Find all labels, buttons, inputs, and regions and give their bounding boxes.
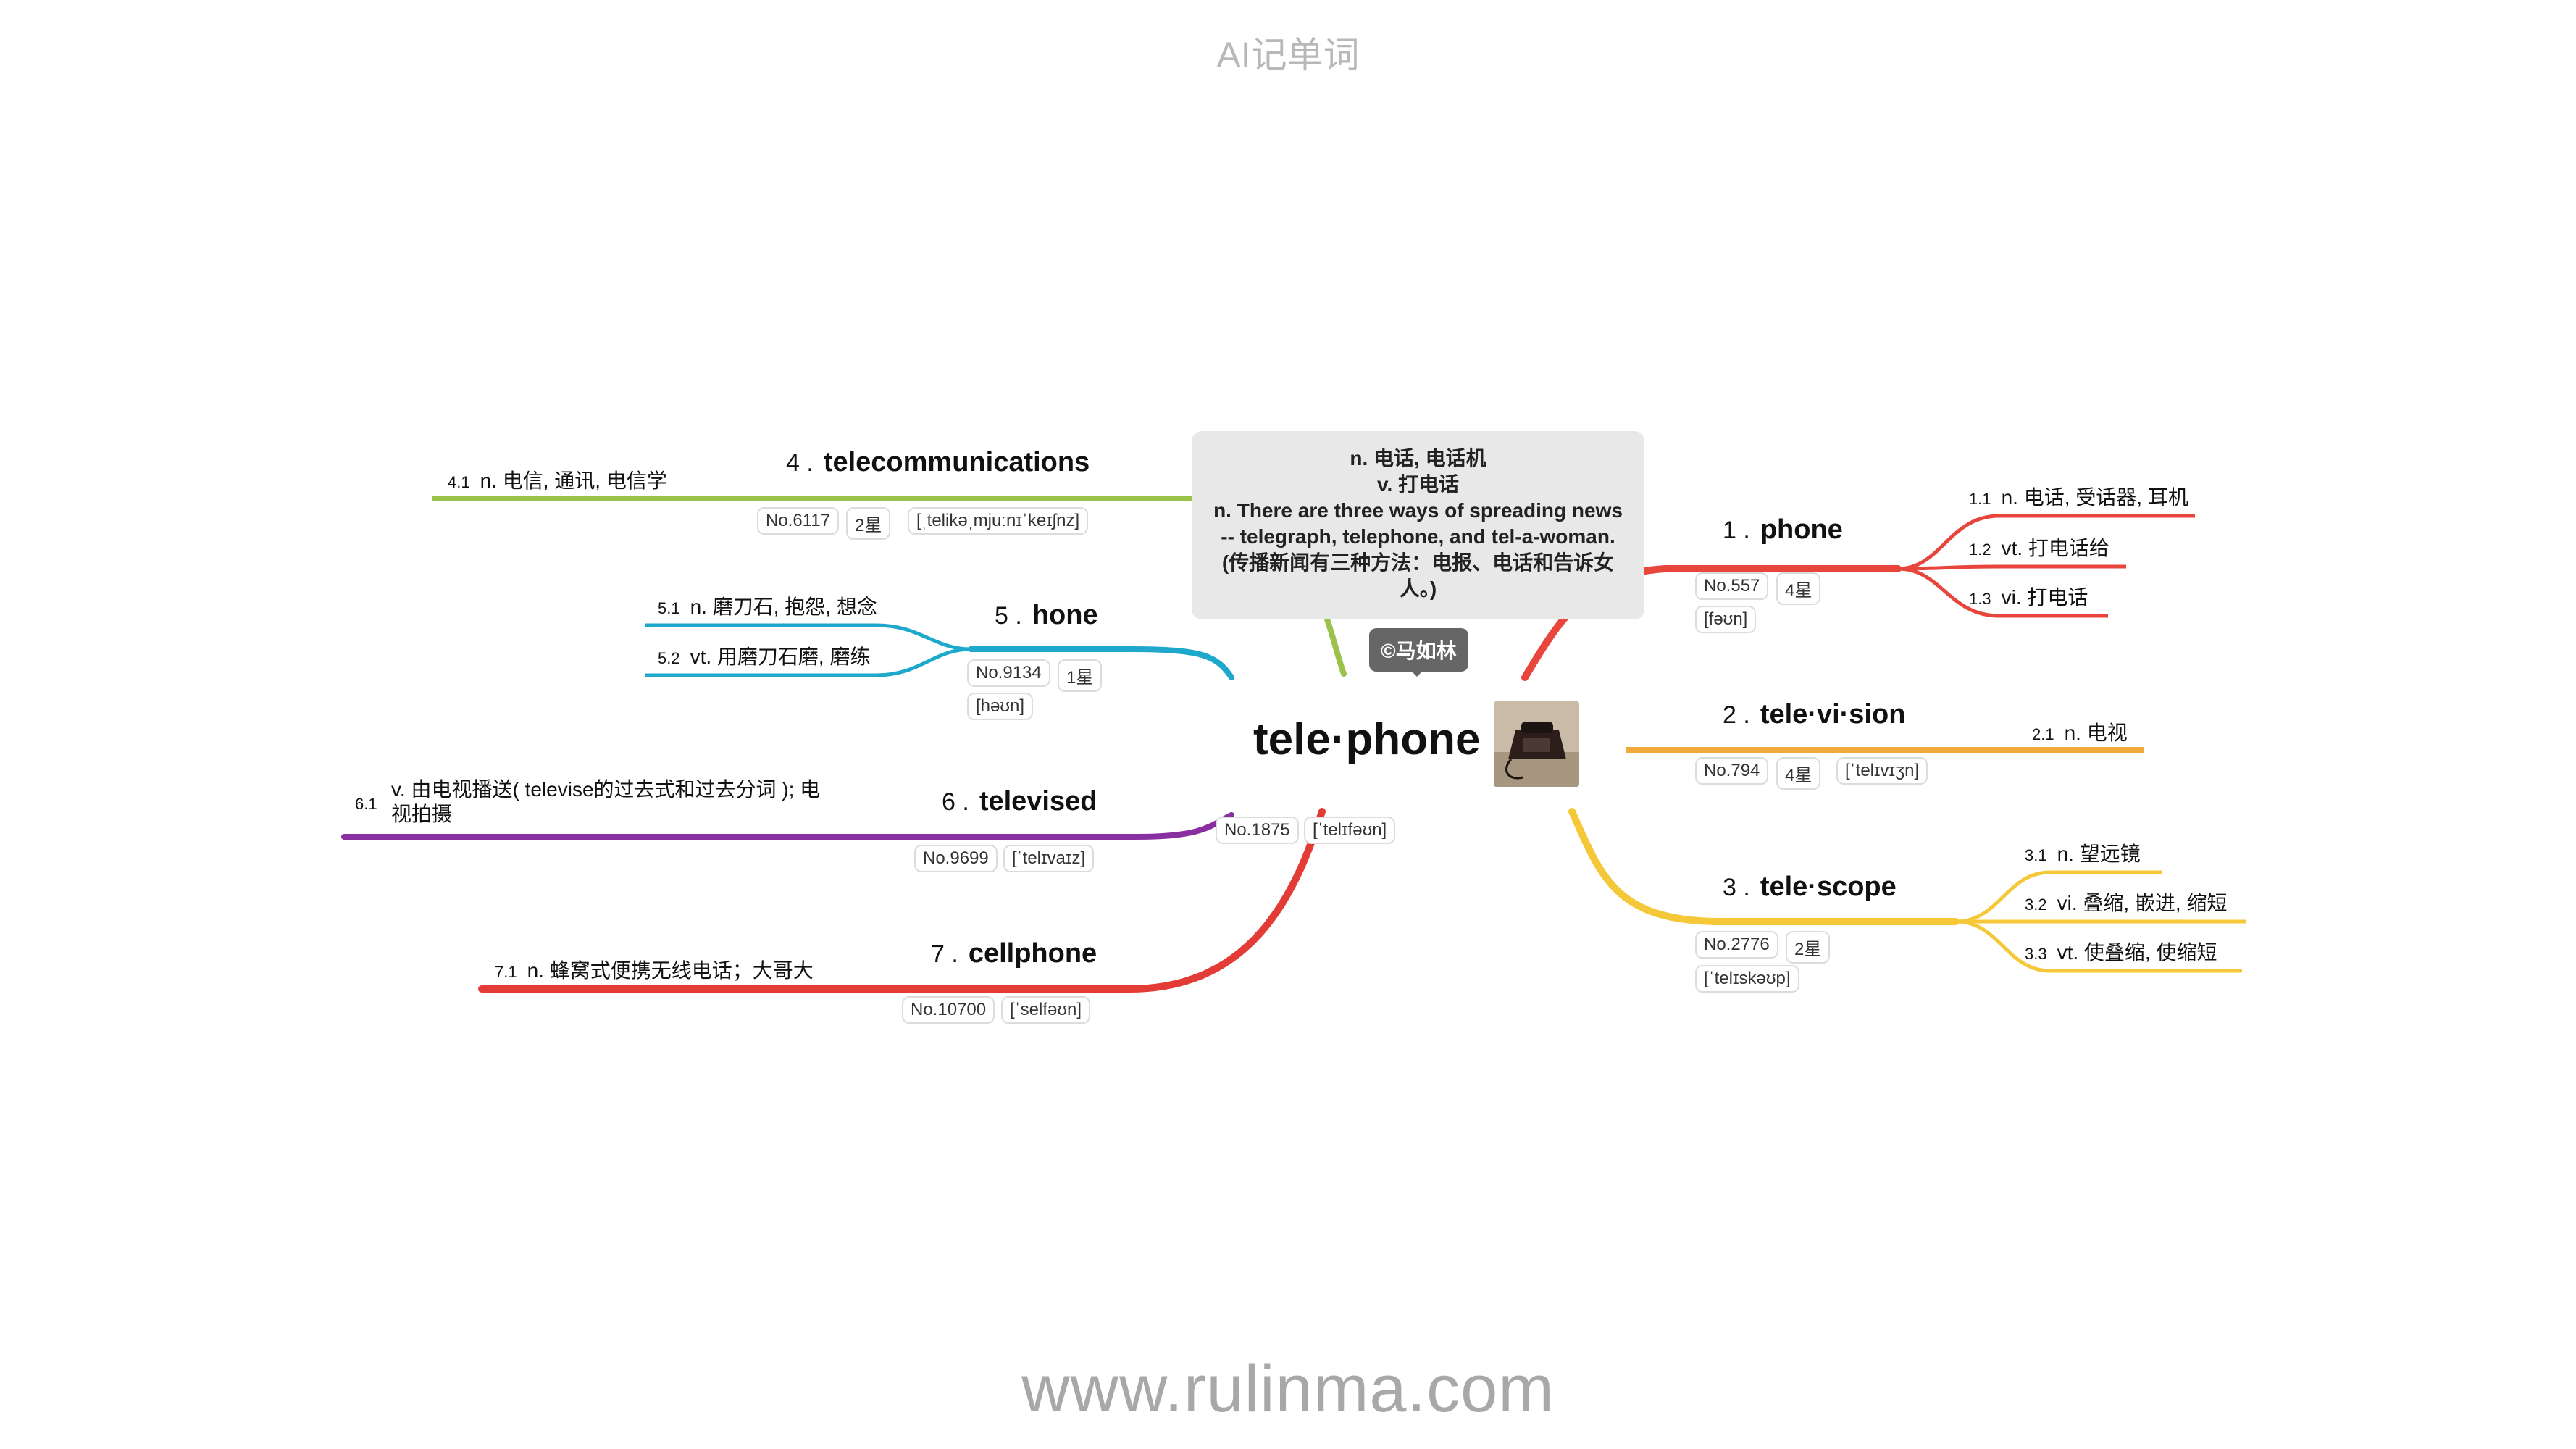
center-ipa-pill: [ˈtelɪfəʊn] — [1304, 817, 1396, 844]
branch-telescope-def-1: 3.1 n. 望远镜 — [2025, 838, 2141, 867]
center-definition-line-2: v. 打电话 — [1376, 473, 1460, 496]
branch-television-frequency-pill: No.794 — [1695, 757, 1769, 785]
branch-phone-number: 1 . — [1723, 517, 1750, 544]
branch-hone-def-1-text: n. 磨刀石, 抱怨, 想念 — [690, 596, 877, 618]
connector-center-cellphone — [478, 808, 1326, 993]
author-badge-pointer — [1407, 667, 1427, 677]
branch-televised-frequency-pill: No.9699 — [914, 845, 998, 872]
connector-telescope-def-1 — [1955, 870, 2162, 924]
branch-television-word: tele·vi·sion — [1760, 699, 1906, 730]
connector-center-hone — [968, 646, 1234, 680]
branch-telescope-frequency-pill: No.2776 — [1695, 931, 1778, 959]
branch-telescope-number: 3 . — [1723, 874, 1750, 901]
branch-telescope-def-3-text: vt. 使叠缩, 使缩短 — [2057, 941, 2217, 964]
branch-television-number: 2 . — [1723, 701, 1750, 729]
center-definition-line-1: n. 电话, 电话机 — [1350, 447, 1486, 469]
branch-cellphone-frequency-pill: No.10700 — [902, 996, 995, 1024]
connector-phone-def-1 — [1897, 514, 2195, 571]
branch-phone-word: phone — [1760, 514, 1843, 545]
telephone-photo — [1494, 701, 1579, 787]
branch-hone-def-1: 5.1 n. 磨刀石, 抱怨, 想念 — [658, 591, 877, 620]
branch-telecommunications-title: 4 . telecommunications — [786, 447, 1090, 478]
branch-television-stars-pill: 4星 — [1776, 757, 1821, 790]
branch-phone-def-1: 1.1 n. 电话, 受话器, 耳机 — [1969, 482, 2188, 511]
branch-phone-def-1-num: 1.1 — [1969, 490, 1991, 508]
branch-cellphone-number: 7 . — [931, 940, 958, 968]
branch-phone-def-1-text: n. 电话, 受话器, 耳机 — [2001, 486, 2188, 509]
branch-telescope-word: tele·scope — [1760, 872, 1897, 902]
branch-hone-title: 5 . hone — [995, 600, 1098, 631]
branch-cellphone-ipa-pill: [ˈselfəʊn] — [1001, 996, 1091, 1024]
branch-cellphone-word: cellphone — [968, 938, 1097, 969]
center-word: tele·phone — [1253, 714, 1481, 764]
branch-telescope-def-2-text: vi. 叠缩, 嵌进, 缩短 — [2057, 892, 2228, 914]
center-frequency-pill: No.1875 — [1216, 817, 1299, 844]
branch-cellphone-def-1: 7.1 n. 蜂窝式便携无线电话；大哥大 — [495, 955, 814, 984]
branch-hone-def-2-num: 5.2 — [658, 649, 680, 667]
branch-televised-word: televised — [979, 786, 1097, 817]
branch-telescope-stars-pill: 2星 — [1786, 931, 1831, 964]
branch-cellphone-def-1-num: 7.1 — [495, 963, 517, 981]
branch-phone-def-3-num: 1.3 — [1969, 590, 1991, 608]
branch-telescope-title: 3 . tele·scope — [1723, 872, 1897, 903]
branch-telescope-def-2: 3.2 vi. 叠缩, 嵌进, 缩短 — [2025, 888, 2228, 916]
branch-cellphone-title: 7 . cellphone — [931, 938, 1097, 969]
branch-telecommunications-word: telecommunications — [823, 447, 1090, 477]
branch-telescope-def-3: 3.3 vt. 使叠缩, 使缩短 — [2025, 937, 2217, 966]
branch-televised-number: 6 . — [942, 788, 969, 816]
branch-hone-def-1-num: 5.1 — [658, 599, 680, 617]
branch-telecommunications-frequency-pill: No.6117 — [757, 507, 839, 535]
branch-telecommunications-def-1-num: 4.1 — [448, 473, 470, 491]
branch-phone-def-3-text: vi. 打电话 — [2001, 586, 2088, 609]
branch-television-def-1-num: 2.1 — [2032, 725, 2054, 743]
branch-hone-def-2: 5.2 vt. 用磨刀石磨, 磨练 — [658, 641, 871, 670]
branch-telecommunications-ipa-pill: [ˌtelikəˌmjuːnɪˈkeɪʃnz] — [908, 507, 1089, 535]
author-badge: ©马如林 — [1369, 628, 1468, 672]
connector-phone-def-3 — [1897, 567, 2108, 618]
branch-telescope-def-1-text: n. 望远镜 — [2057, 843, 2141, 865]
branch-hone-word: hone — [1032, 600, 1098, 630]
branch-phone-frequency-pill: No.557 — [1695, 572, 1769, 600]
branch-phone-ipa-pill: [fəʊn] — [1695, 606, 1757, 633]
branch-hone-stars-pill: 1星 — [1058, 659, 1103, 692]
branch-hone-frequency-pill: No.9134 — [967, 659, 1050, 687]
connector-hone-def-2 — [645, 647, 971, 677]
branch-television-def-1-text: n. 电视 — [2064, 722, 2128, 744]
connector-telescope-def-3 — [1955, 919, 2242, 973]
branch-telecommunications-def-1-text: n. 电信, 通讯, 电信学 — [480, 469, 667, 492]
branch-telescope-ipa-pill: [ˈtelɪskəʊp] — [1695, 965, 1799, 993]
branch-phone-title: 1 . phone — [1723, 514, 1843, 546]
branch-televised-def-1-num: 6.1 — [355, 795, 377, 813]
branch-telecommunications-number: 4 . — [786, 449, 814, 477]
branch-television-def-1: 2.1 n. 电视 — [2032, 717, 2128, 746]
branch-hone-number: 5 . — [995, 602, 1022, 630]
branch-televised-def-1: 6.1 v. 由电视播送( televise的过去式和过去分词 ); 电视拍摄 — [355, 777, 833, 827]
center-definitions-callout: n. 电话, 电话机 v. 打电话 n. There are three way… — [1192, 431, 1644, 619]
branch-hone-def-2-text: vt. 用磨刀石磨, 磨练 — [690, 646, 871, 668]
branch-televised-ipa-pill: [ˈtelɪvaɪz] — [1003, 845, 1095, 872]
branch-telecommunications-def-1: 4.1 n. 电信, 通讯, 电信学 — [448, 465, 667, 494]
watermark-top: AI记单词 — [1216, 35, 1360, 75]
telephone-photo-drawing — [1494, 701, 1579, 787]
branch-hone-ipa-pill: [həʊn] — [967, 693, 1034, 720]
branch-telescope-def-2-num: 3.2 — [2025, 895, 2047, 914]
branch-cellphone-def-1-text: n. 蜂窝式便携无线电话；大哥大 — [527, 959, 814, 982]
branch-phone-def-3: 1.3 vi. 打电话 — [1969, 582, 2088, 611]
connector-center-telescope — [1568, 808, 1960, 925]
branch-television-ipa-pill: [ˈtelɪvɪʒn] — [1836, 757, 1928, 785]
branch-televised-def-1-text: v. 由电视播送( televise的过去式和过去分词 ); 电视拍摄 — [391, 778, 821, 825]
branch-phone-stars-pill: 4星 — [1776, 572, 1821, 605]
center-definition-line-3: n. There are three ways of spreading new… — [1213, 499, 1623, 600]
watermark-bottom: www.rulinma.com — [1021, 1352, 1555, 1426]
branch-phone-def-2: 1.2 vt. 打电话给 — [1969, 533, 2109, 561]
connector-phone-def-2 — [1897, 564, 2126, 571]
branch-telescope-def-3-num: 3.3 — [2025, 945, 2047, 963]
branch-phone-def-2-num: 1.2 — [1969, 540, 1991, 559]
branch-televised-title: 6 . televised — [942, 786, 1097, 817]
branch-phone-def-2-text: vt. 打电话给 — [2001, 537, 2109, 559]
branch-telecommunications-stars-pill: 2星 — [846, 507, 891, 540]
connector-hone-def-1 — [645, 623, 971, 651]
branch-telescope-def-1-num: 3.1 — [2025, 846, 2047, 864]
branch-television-title: 2 . tele·vi·sion — [1723, 699, 1905, 730]
